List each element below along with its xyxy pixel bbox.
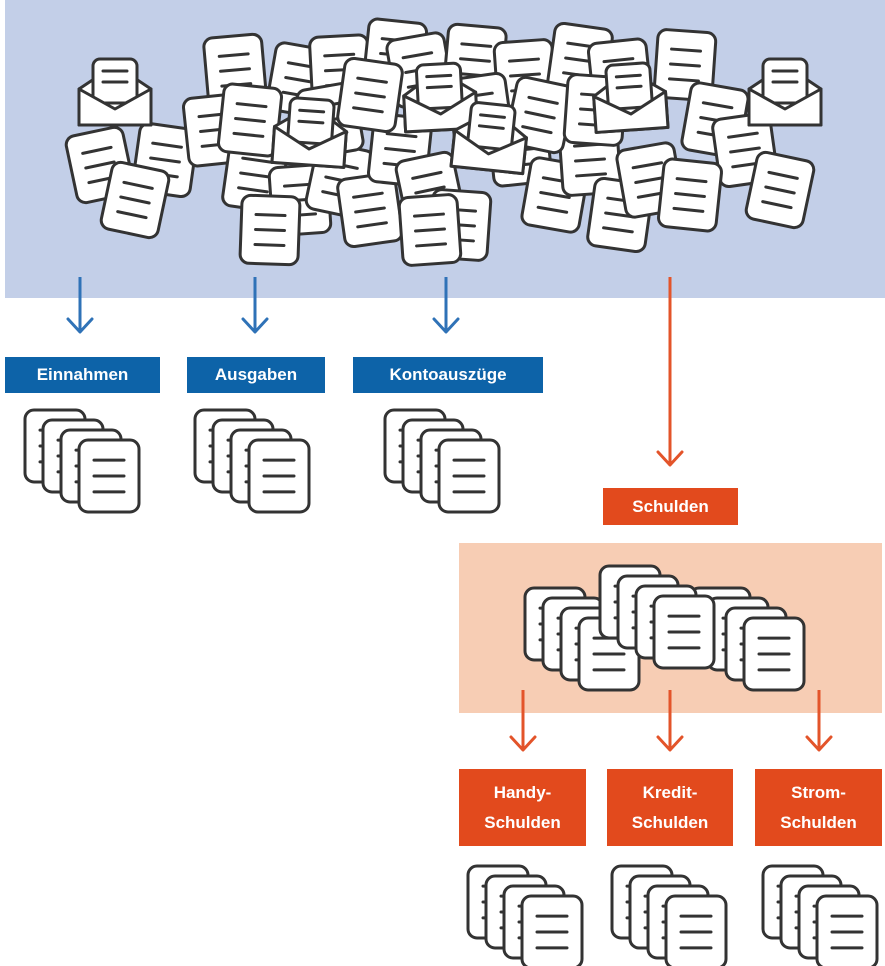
label-strom-line1: Strom-	[791, 782, 846, 802]
arrows	[66, 277, 833, 752]
document-icon	[77, 438, 141, 514]
envelope-icon	[402, 61, 480, 134]
document-icon	[520, 894, 584, 966]
document-icon	[664, 894, 728, 966]
document-icon	[652, 594, 716, 670]
envelope-icon	[77, 57, 153, 127]
document-icon	[247, 438, 311, 514]
arrow-down-icon	[805, 690, 833, 752]
stack-ausgaben	[193, 408, 311, 514]
document-icon	[815, 894, 879, 966]
document-icon	[437, 438, 501, 514]
stack-handy-schulden	[466, 864, 584, 966]
arrow-down-icon	[241, 277, 269, 334]
envelope-icon	[592, 61, 670, 134]
unsorted-document-pile	[64, 17, 823, 267]
arrow-down-icon	[432, 277, 460, 334]
envelope-icon	[747, 57, 823, 127]
label-kontoauszuege: Kontoauszüge	[353, 357, 543, 393]
document-icon	[744, 150, 816, 230]
document-stacks	[23, 408, 879, 966]
document-icon	[336, 56, 404, 134]
stack-strom-schulden	[761, 864, 879, 966]
arrow-down-icon	[656, 277, 684, 467]
stack-einnahmen	[23, 408, 141, 514]
stack-kredit-schulden	[610, 864, 728, 966]
document-icon	[397, 193, 463, 267]
arrow-down-icon	[656, 690, 684, 752]
label-kredit-line1: Kredit-	[642, 782, 698, 802]
label-handy-line1: Handy-	[493, 782, 552, 802]
label-ausgaben: Ausgaben	[187, 357, 325, 393]
arrow-down-icon	[66, 277, 94, 334]
stack-debt-left	[523, 586, 641, 692]
envelope-icon	[449, 101, 528, 176]
document-icon	[99, 160, 171, 240]
label-schulden: Schulden	[603, 488, 738, 525]
label-kredit-line2: Schulden	[631, 812, 709, 832]
stack-debt-center	[598, 564, 716, 670]
arrow-down-icon	[509, 690, 537, 752]
label-handy-line2: Schulden	[484, 812, 561, 832]
label-handy-schulden: Handy- Schulden	[459, 769, 586, 846]
document-icon	[656, 157, 724, 233]
document-icon	[238, 193, 302, 267]
label-strom-schulden: Strom- Schulden	[755, 769, 882, 846]
label-einnahmen: Einnahmen	[5, 357, 160, 393]
stack-kontoauszuege	[383, 408, 501, 514]
label-kredit-schulden: Kredit- Schulden	[607, 769, 733, 846]
document-icon	[742, 616, 806, 692]
label-strom-line2: Schulden	[780, 812, 857, 832]
envelope-icon	[270, 96, 348, 169]
